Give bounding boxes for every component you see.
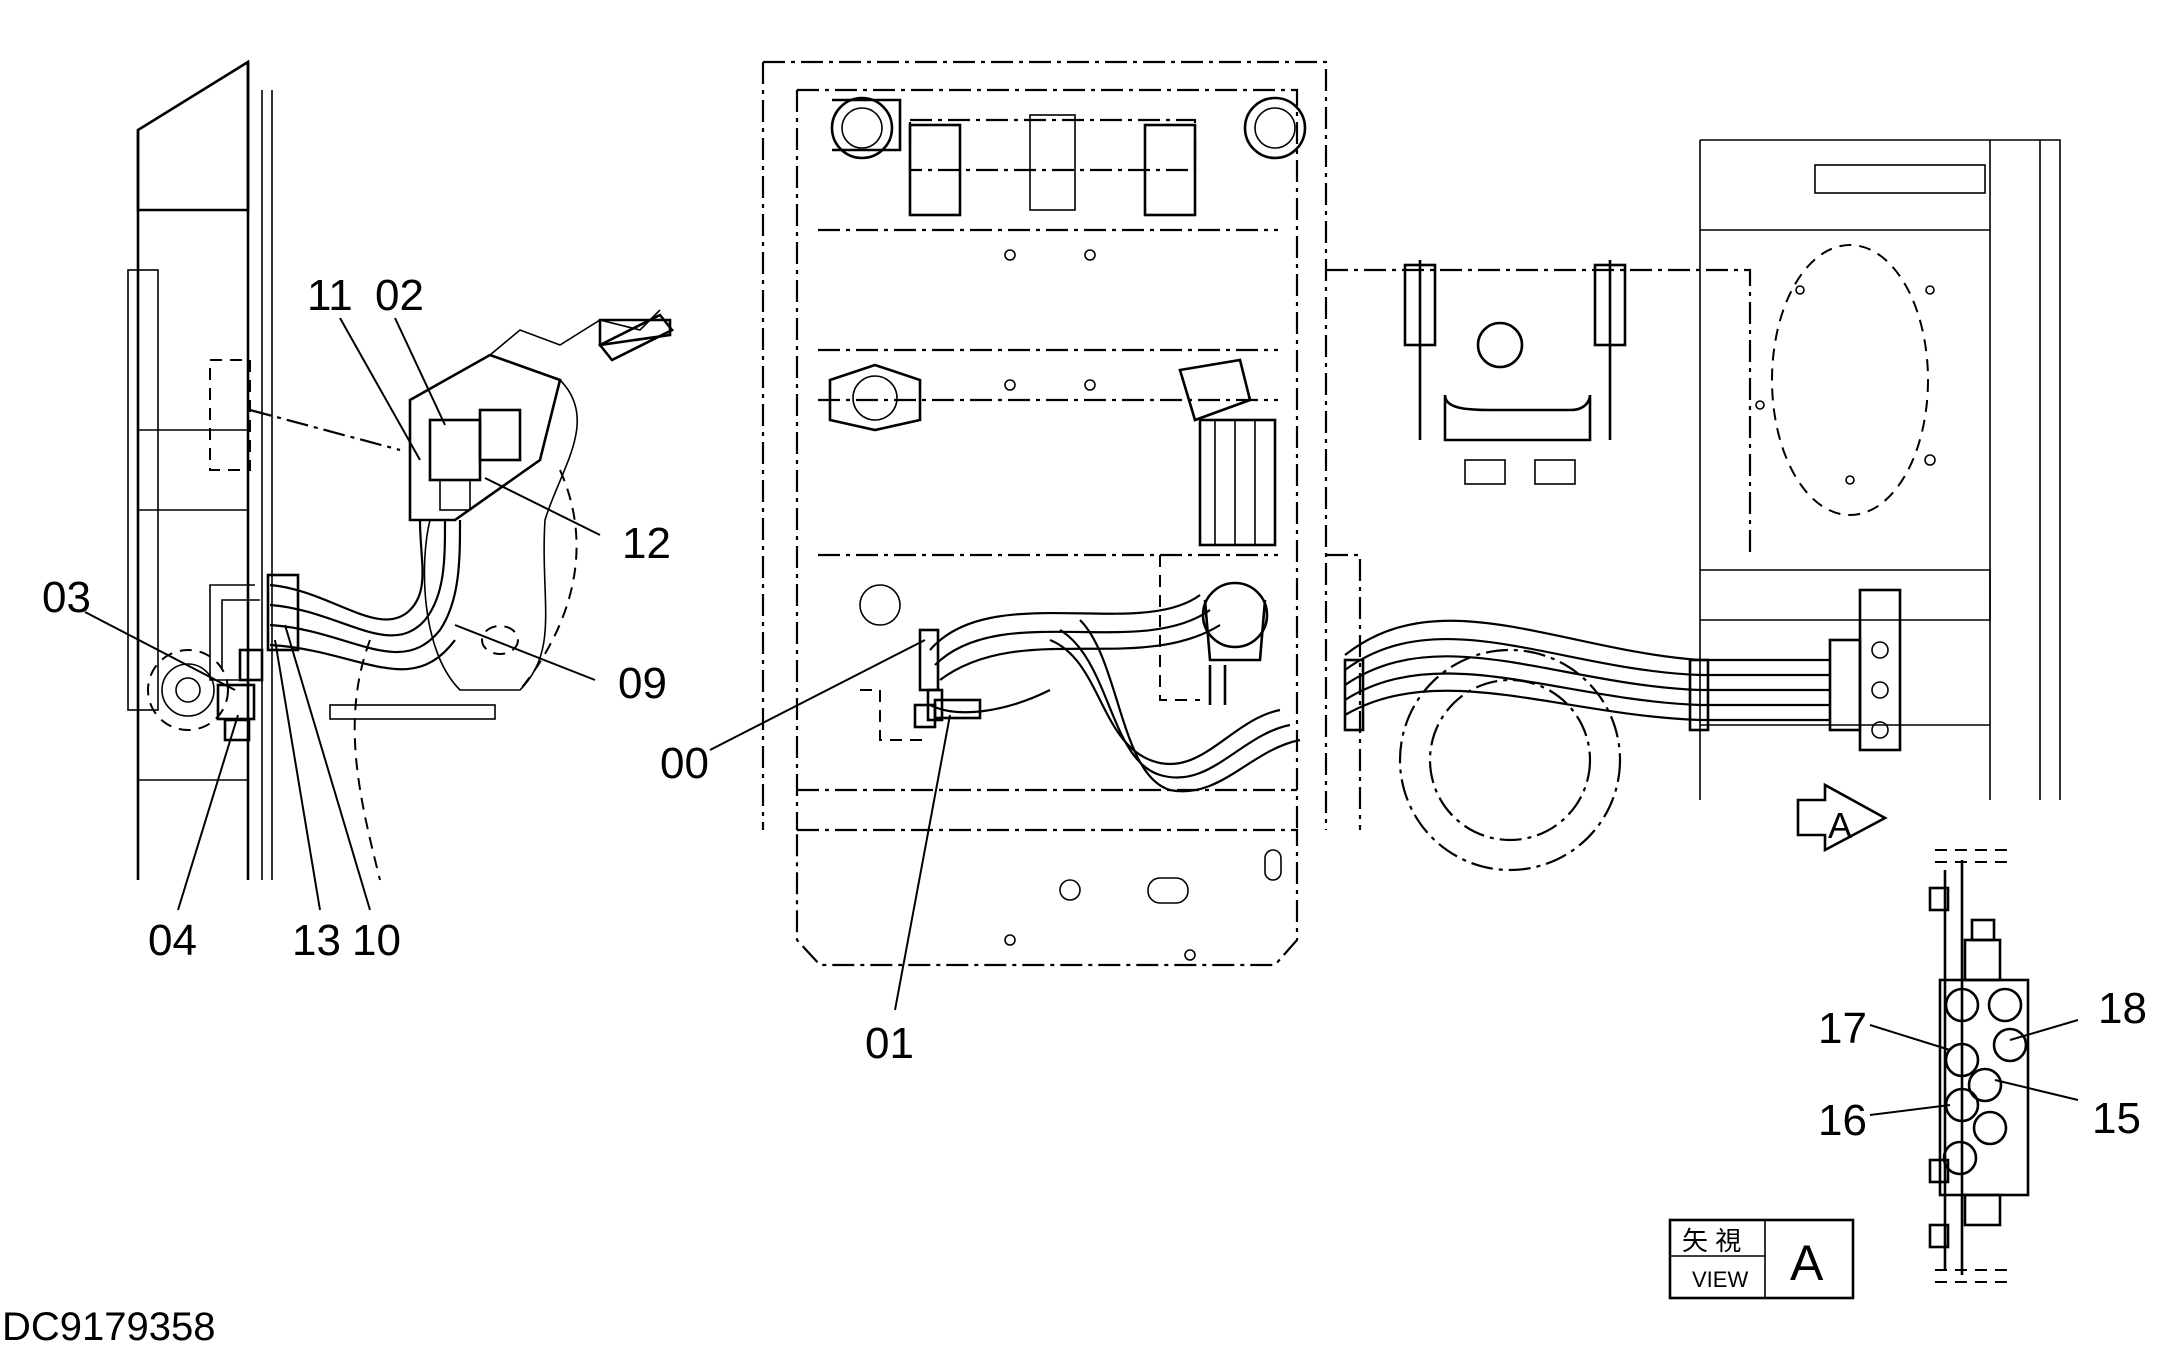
view-a-detail [1928, 849, 2030, 1283]
callout-12: 12 [622, 519, 671, 568]
callout-15: 15 [2092, 1094, 2141, 1143]
callout-09: 09 [618, 659, 667, 708]
pulley-left [830, 96, 902, 160]
callout-labels: 11 02 12 03 09 04 13 10 00 01 17 18 16 1… [42, 271, 2147, 1145]
view-box-en-label: VIEW [1692, 1267, 1748, 1292]
callout-11: 11 [307, 271, 353, 320]
pilot-valve [1178, 358, 1277, 662]
drawing-id: DC9179358 [2, 1305, 216, 1345]
callout-10: 10 [352, 916, 401, 965]
swing-bearing [1398, 648, 1622, 872]
view-box-jp-label: 矢 視 [1682, 1226, 1741, 1256]
callout-03: 03 [42, 573, 91, 622]
view-box-letter: A [1790, 1235, 1824, 1291]
left-side-view [127, 59, 675, 881]
connector-block-upper [428, 408, 522, 511]
view-a-arrow [1796, 782, 1888, 853]
view-box: 矢 視 VIEW A [1668, 1218, 1855, 1300]
valve-block-top [1828, 588, 1902, 752]
callout-13: 13 [292, 916, 341, 965]
central-frame-view [761, 60, 1328, 967]
callout-00: 00 [660, 739, 709, 788]
callout-17: 17 [1818, 1004, 1867, 1053]
bracket-left [828, 363, 922, 432]
right-structure [1326, 139, 2061, 872]
pulley-right [1243, 96, 1307, 160]
callout-16: 16 [1818, 1096, 1867, 1145]
callout-01: 01 [865, 1019, 914, 1068]
leader-lines [84, 317, 2079, 1116]
callout-18: 18 [2098, 984, 2147, 1033]
callout-02: 02 [375, 271, 424, 320]
view-arrow-letter: A [1828, 805, 1852, 846]
callout-04: 04 [148, 916, 197, 965]
